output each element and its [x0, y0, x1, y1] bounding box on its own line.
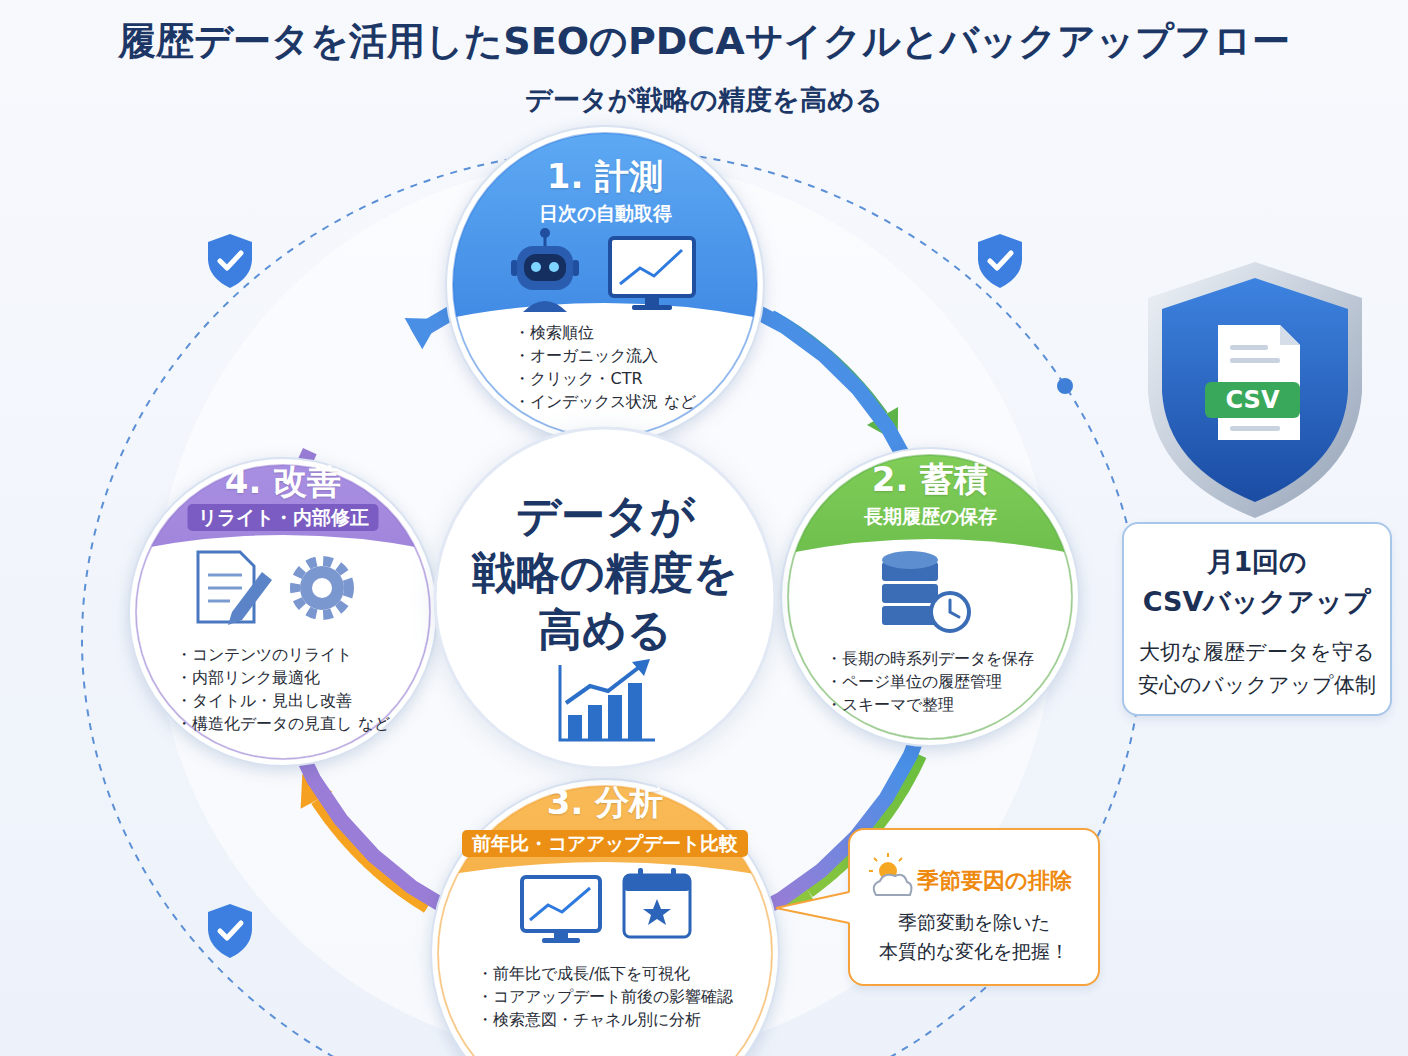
- callout-tail: [776, 892, 851, 923]
- bullet-item: ・オーガニック流入: [514, 344, 695, 367]
- bullet-list: ・長期の時系列データを保存・ページ単位の履歴管理・スキーマで整理: [826, 647, 1034, 716]
- bullet-item: ・コンテンツのリライト: [176, 643, 389, 666]
- bullet-list: ・コンテンツのリライト・内部リンク最適化・タイトル・見出し改善・構造化データの見…: [176, 643, 389, 735]
- step-subheading: 長期履歴の保存: [854, 503, 1007, 530]
- bullet-item: ・前年比で成長/低下を可視化: [477, 962, 733, 985]
- box-heading: 季節要因の排除: [856, 866, 1092, 896]
- bullet-item: ・コアアップデート前後の影響確認: [477, 985, 733, 1008]
- cycle-step-circle: 1. 計測日次の自動取得・検索順位・オーガニック流入・クリック・CTR・インデッ…: [445, 125, 765, 445]
- subtitle-rule: [935, 99, 1095, 102]
- bullet-item: ・検索意図・チャネル別に分析: [477, 1008, 733, 1031]
- step-subheading: 日次の自動取得: [529, 200, 682, 227]
- check-shield: [978, 234, 1022, 288]
- bullet-item: ・スキーマで整理: [826, 693, 1034, 716]
- bullet-item: ・検索順位: [514, 321, 695, 344]
- circle-panel: [780, 539, 1080, 747]
- trend-monitor-icon: [522, 877, 600, 943]
- box-body: 季節変動を除いた 本質的な変化を把握！: [856, 908, 1092, 966]
- cycle-step-circle: 4. 改善リライト・内部修正・コンテンツのリライト・内部リンク最適化・タイトル・…: [128, 457, 438, 767]
- circle-rim: [129, 458, 437, 766]
- subtitle: データが戦略の精度を高める: [0, 82, 1408, 118]
- circle-rim: [446, 126, 764, 444]
- circle-rim: [781, 448, 1079, 746]
- diagram-title: 履歴データを活用したSEOのPDCAサイクルとバックアップフロー: [0, 16, 1408, 66]
- bullet-item: ・内部リンク最適化: [176, 666, 389, 689]
- bullet-item: ・ページ単位の履歴管理: [826, 670, 1034, 693]
- info-box: 月1回の CSVバックアップ大切な履歴データを守る 安心のバックアップ体制: [1122, 522, 1392, 716]
- cycle-step-circle: 2. 蓄積長期履歴の保存・長期の時系列データを保存・ページ単位の履歴管理・スキー…: [780, 447, 1080, 747]
- calendar-icon: [624, 868, 690, 937]
- step-heading: 3. 分析: [430, 782, 780, 822]
- cycle-step-circle: 3. 分析前年比・コアアップデート比較・前年比で成長/低下を可視化・コアアップデ…: [430, 778, 780, 1056]
- monitor-icon: [610, 238, 694, 310]
- circle-panel: [128, 535, 438, 767]
- weather-icon: [869, 853, 911, 895]
- center-disc: [435, 428, 775, 768]
- center-circle: データが 戦略の精度を 高める: [433, 426, 777, 770]
- database-icon: [882, 551, 969, 631]
- check-shield: [208, 234, 252, 288]
- bullet-item: ・長期の時系列データを保存: [826, 647, 1034, 670]
- bullet-item: ・構造化データの見直し など: [176, 712, 389, 735]
- bullet-list: ・前年比で成長/低下を可視化・コアアップデート前後の影響確認・検索意図・チャネル…: [477, 962, 733, 1031]
- box-body: 大切な履歴データを守る 安心のバックアップ体制: [1130, 636, 1384, 702]
- circle-ring: [438, 786, 772, 1056]
- check-shield: [208, 904, 252, 958]
- bullet-item: ・タイトル・見出し改善: [176, 689, 389, 712]
- growth-chart-icon: [560, 659, 655, 740]
- robot-icon: [511, 228, 579, 312]
- center-message: データが 戦略の精度を 高める: [445, 487, 765, 658]
- circle-panel: [430, 862, 780, 1056]
- orbit-dot: [1057, 378, 1073, 394]
- info-box: 季節要因の排除季節変動を除いた 本質的な変化を把握！: [848, 828, 1100, 986]
- gear-icon: [295, 561, 349, 615]
- step-heading: 1. 計測: [445, 156, 765, 196]
- step-heading: 2. 蓄積: [780, 459, 1080, 499]
- step-heading: 4. 改善: [128, 461, 438, 501]
- arrow-head: [405, 318, 440, 349]
- bullet-item: ・インデックス状況 など: [514, 390, 695, 413]
- bullet-item: ・クリック・CTR: [514, 367, 695, 390]
- circle-rim: [431, 779, 779, 1056]
- backup-shield: [1148, 262, 1362, 518]
- bullet-list: ・検索順位・オーガニック流入・クリック・CTR・インデックス状況 など: [514, 321, 695, 413]
- file-tag: CSV: [1205, 382, 1300, 418]
- subtitle-rule: [320, 99, 478, 102]
- step-subheading: リライト・内部修正: [188, 504, 379, 531]
- circle-ring: [136, 465, 430, 759]
- circle-panel: [445, 303, 765, 445]
- step-subheading: 前年比・コアアップデート比較: [462, 830, 748, 857]
- box-heading: 月1回の CSVバックアップ: [1130, 542, 1384, 622]
- document-pencil-icon: [198, 552, 272, 625]
